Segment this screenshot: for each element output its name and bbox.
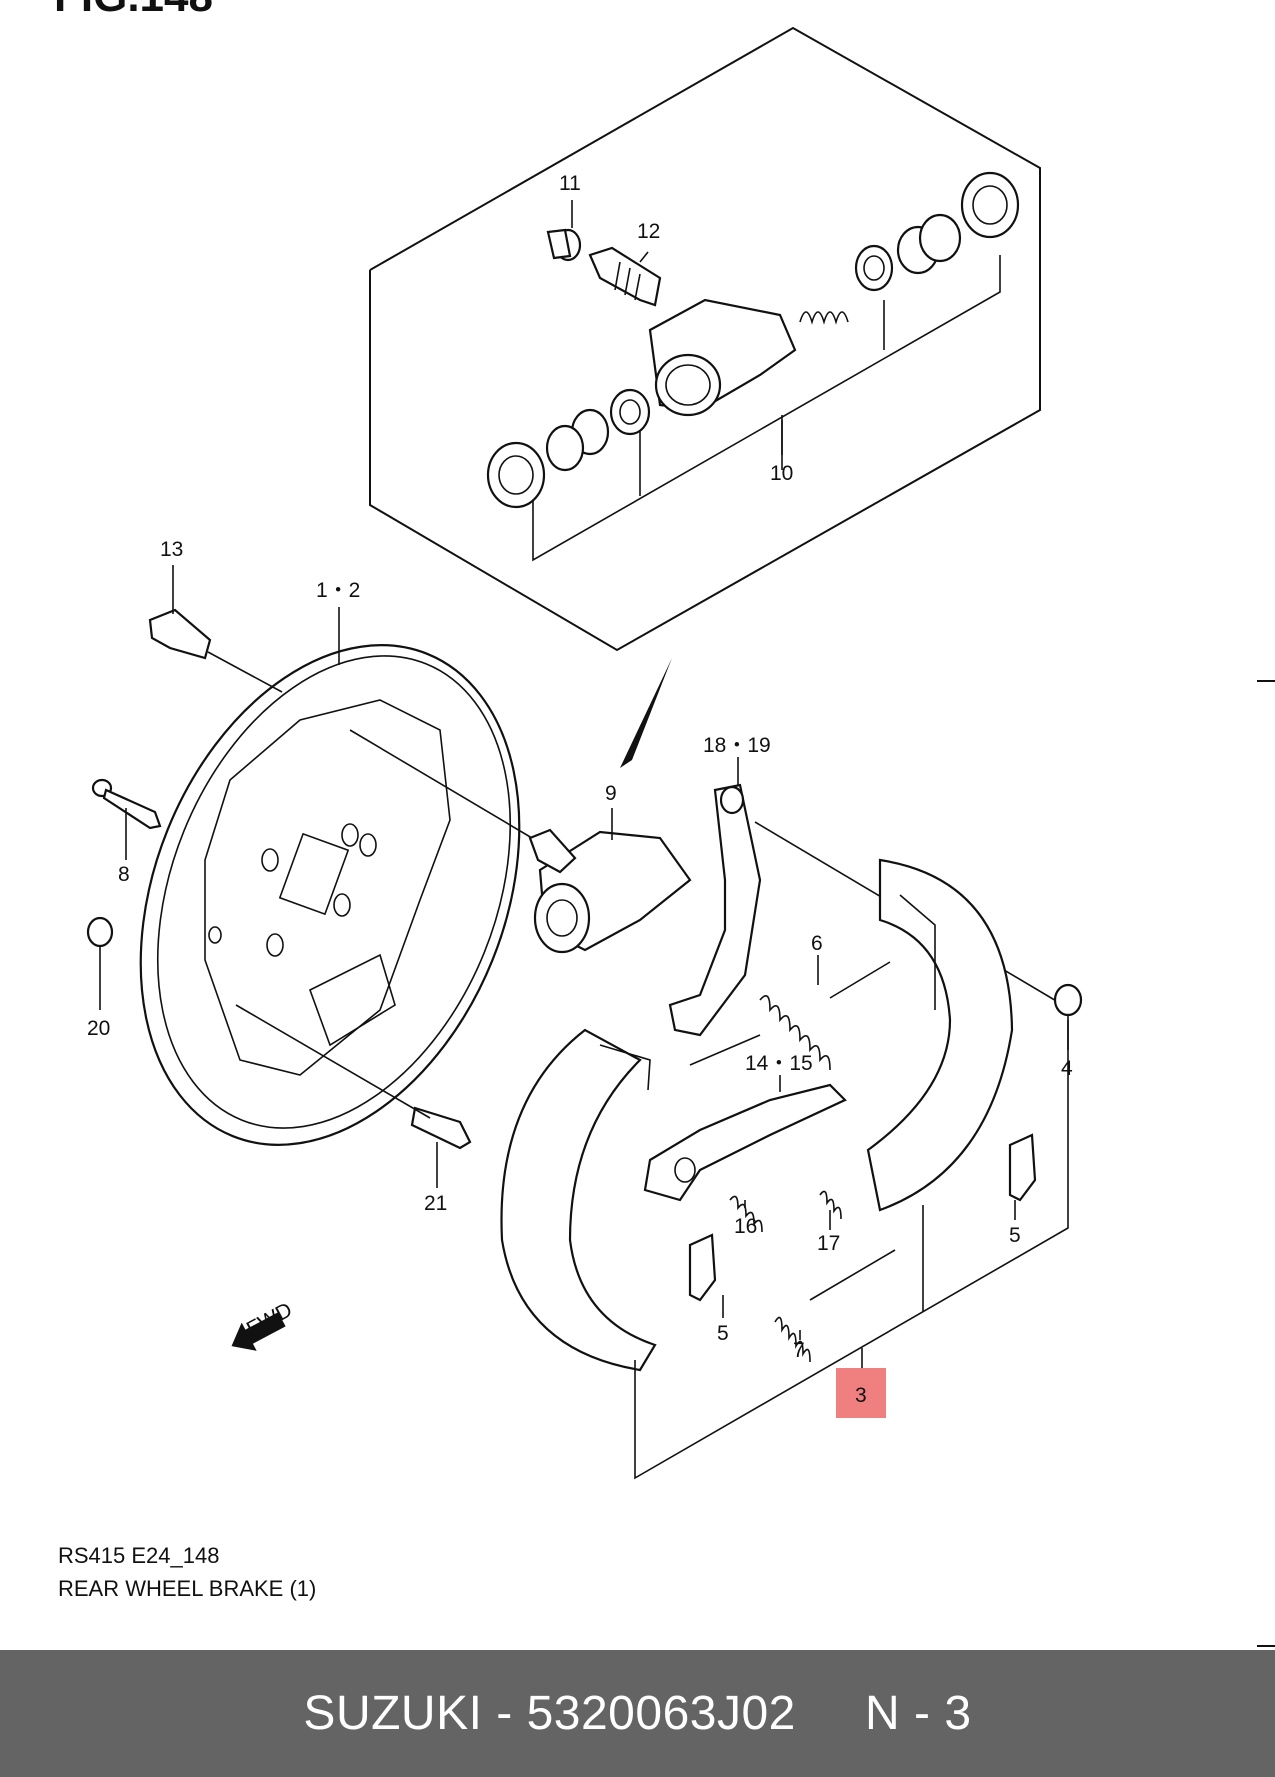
callout-10: 10 xyxy=(770,462,793,485)
fwd-arrow-icon xyxy=(231,1312,286,1351)
wheel-cylinder-inset-box xyxy=(369,26,1041,652)
spring-16 xyxy=(729,1195,763,1233)
spring-6 xyxy=(689,961,891,1071)
callout-20: 20 xyxy=(87,1017,110,1040)
callout-5-left: 5 xyxy=(717,1322,729,1345)
callout-9: 9 xyxy=(605,782,617,805)
bolt-21 xyxy=(410,1106,472,1150)
cylinder-body-10 xyxy=(648,298,797,417)
callout-14-15: 14・15 xyxy=(745,1052,813,1075)
wheel-cylinder-9 xyxy=(528,828,692,954)
clip-5-right xyxy=(1008,1133,1037,1202)
callout-21: 21 xyxy=(424,1192,447,1215)
washer-4 xyxy=(1053,983,1083,1017)
bolt-13 xyxy=(148,608,212,660)
callout-16: 16 xyxy=(734,1215,757,1238)
footer-part-number: 5320063J02 xyxy=(526,1687,796,1740)
brake-exploded-diagram: FWD 11 12 10 13 1・2 8 20 9 18・19 6 4 14・… xyxy=(86,26,1083,1480)
diagram-title: REAR WHEEL BRAKE (1) xyxy=(58,1576,317,1601)
footer-page: N - 3 xyxy=(865,1687,972,1740)
footer-separator: - xyxy=(482,1687,527,1740)
callout-3: 3 xyxy=(855,1384,867,1407)
callout-18-19: 18・19 xyxy=(703,734,771,757)
footer-bar: SUZUKI - 5320063J02 N - 3 xyxy=(0,1650,1275,1777)
edge-tick-mark xyxy=(1257,1645,1275,1647)
edge-tick-mark xyxy=(1257,680,1275,682)
diagram-code: RS415 E24_148 xyxy=(58,1543,220,1568)
callout-1-2: 1・2 xyxy=(316,579,360,602)
callout-4: 4 xyxy=(1061,1057,1073,1080)
cup-seal-left xyxy=(609,388,651,436)
callout-7: 7 xyxy=(793,1339,805,1362)
cylinder-spring xyxy=(799,311,849,325)
pin-8 xyxy=(91,778,162,830)
shoe-set-bracket xyxy=(634,1020,1069,1480)
figure-title: FIG.148 xyxy=(54,0,213,22)
bleeder-cap-11 xyxy=(546,228,582,262)
footer-gap xyxy=(796,1686,865,1741)
backing-plate-1-2 xyxy=(139,644,521,1146)
callout-8: 8 xyxy=(118,863,130,886)
clip-5-left xyxy=(688,1233,717,1302)
callout-11: 11 xyxy=(559,172,581,195)
spring-7 xyxy=(774,1249,896,1363)
boot-left xyxy=(486,441,546,509)
footer-brand: SUZUKI xyxy=(303,1687,483,1740)
brake-shoe-left xyxy=(500,1028,657,1372)
callout-6: 6 xyxy=(811,932,823,955)
parking-lever-18-19 xyxy=(668,783,762,1037)
boot-right xyxy=(960,171,1020,239)
callout-12: 12 xyxy=(637,220,660,243)
spring-17 xyxy=(819,1190,842,1220)
bleeder-screw-12 xyxy=(588,246,662,307)
brake-shoe-right xyxy=(866,858,1014,1212)
adjuster-14-15 xyxy=(643,1083,847,1202)
nut-20 xyxy=(86,916,114,948)
callout-5-right: 5 xyxy=(1009,1224,1021,1247)
piston-right xyxy=(896,213,962,275)
piston-left xyxy=(545,408,610,472)
highlight-box xyxy=(836,1368,886,1418)
callout-17: 17 xyxy=(817,1232,840,1255)
cup-seal-right xyxy=(854,244,894,292)
callout-13: 13 xyxy=(160,538,183,561)
